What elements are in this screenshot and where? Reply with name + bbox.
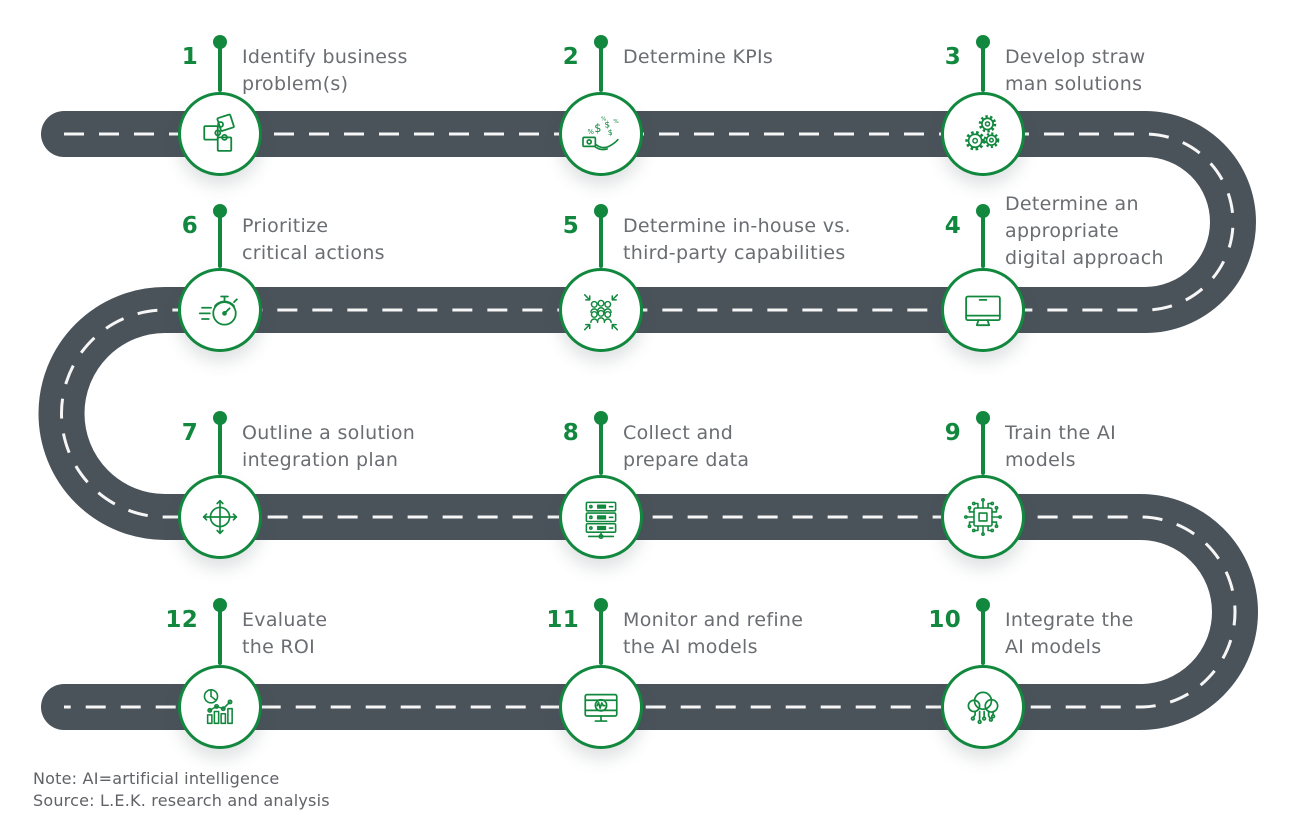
cloud-circuit-icon xyxy=(956,680,1010,734)
step-stem xyxy=(599,42,603,92)
step-icon-bubble xyxy=(178,92,262,176)
step-number: 11 xyxy=(546,607,579,633)
step-stem xyxy=(981,418,985,475)
step-stem xyxy=(981,605,985,665)
step-label-line: Identify business xyxy=(242,46,408,68)
step-number: 9 xyxy=(944,420,961,446)
step-number: 4 xyxy=(944,213,961,239)
step-label: Collect and prepare data xyxy=(623,420,749,474)
step-stem xyxy=(599,418,603,475)
step-label: Determine KPIs xyxy=(623,44,773,71)
step-stem xyxy=(218,605,222,665)
step-icon-bubble xyxy=(941,92,1025,176)
step-number: 12 xyxy=(165,607,198,633)
step-label-line: man solutions xyxy=(1005,73,1143,95)
step-icon-bubble xyxy=(559,475,643,559)
step-number: 2 xyxy=(562,44,579,70)
step-label-line: the ROI xyxy=(242,636,316,658)
step-label-line: Train the AI xyxy=(1005,422,1117,444)
step-label: Monitor and refine the AI models xyxy=(623,607,803,661)
step-label-line: digital approach xyxy=(1005,247,1164,269)
step-number: 3 xyxy=(944,44,961,70)
step-label-line: AI models xyxy=(1005,636,1102,658)
servers-icon xyxy=(574,490,628,544)
step-icon-bubble xyxy=(941,665,1025,749)
money-hand-icon xyxy=(574,107,628,161)
step-number: 10 xyxy=(928,607,961,633)
step-stem xyxy=(218,42,222,92)
step-label-line: Prioritize xyxy=(242,215,329,237)
step-icon-bubble xyxy=(941,475,1025,559)
stopwatch-icon xyxy=(193,283,247,337)
step-label: Train the AI models xyxy=(1005,420,1116,474)
step-icon-bubble xyxy=(559,92,643,176)
chip-icon xyxy=(956,490,1010,544)
monitor-icon xyxy=(956,283,1010,337)
step-label-line: critical actions xyxy=(242,242,385,264)
step-label-line: Develop straw xyxy=(1005,46,1146,68)
source-line: Source: L.E.K. research and analysis xyxy=(33,791,330,810)
step-label-line: Evaluate xyxy=(242,609,328,631)
step-label: Develop straw man solutions xyxy=(1005,44,1146,98)
note-line: Note: AI=artificial intelligence xyxy=(33,769,280,788)
step-stem xyxy=(599,605,603,665)
step-label: Integrate the AI models xyxy=(1005,607,1134,661)
step-icon-bubble xyxy=(178,475,262,559)
step-number: 6 xyxy=(181,213,198,239)
step-stem xyxy=(981,211,985,268)
step-label: Evaluate the ROI xyxy=(242,607,327,661)
step-label-line: Monitor and refine xyxy=(623,609,804,631)
step-label-line: Determine an xyxy=(1005,193,1139,215)
step-label-line: the AI models xyxy=(623,636,758,658)
step-icon-bubble xyxy=(178,665,262,749)
step-label-line: third-party capabilities xyxy=(623,242,846,264)
step-stem xyxy=(218,211,222,268)
step-icon-bubble xyxy=(941,268,1025,352)
step-label-line: Collect and xyxy=(623,422,734,444)
step-label-line: models xyxy=(1005,449,1076,471)
step-label-line: Determine KPIs xyxy=(623,46,774,68)
road-center-line xyxy=(60,132,1237,709)
step-icon-bubble xyxy=(559,268,643,352)
footnotes: Note: AI=artificial intelligence Source:… xyxy=(33,768,330,812)
step-label-line: Integrate the xyxy=(1005,609,1134,631)
puzzle-icon xyxy=(193,107,247,161)
step-label-line: Outline a solution xyxy=(242,422,416,444)
step-label-line: integration plan xyxy=(242,449,399,471)
step-stem xyxy=(981,42,985,92)
step-label-line: problem(s) xyxy=(242,73,349,95)
step-label-line: Determine in-house vs. xyxy=(623,215,851,237)
crosshair-icon xyxy=(193,490,247,544)
step-label-line: prepare data xyxy=(623,449,750,471)
step-label: Determine in-house vs. third-party capabi… xyxy=(623,213,851,267)
step-number: 1 xyxy=(181,44,198,70)
step-number: 5 xyxy=(562,213,579,239)
analytics-icon xyxy=(193,680,247,734)
gears-icon xyxy=(956,107,1010,161)
step-number: 7 xyxy=(181,420,198,446)
step-label: Prioritize critical actions xyxy=(242,213,385,267)
step-label-line: appropriate xyxy=(1005,220,1120,242)
step-stem xyxy=(599,211,603,268)
monitor-wave-icon xyxy=(574,680,628,734)
step-icon-bubble xyxy=(178,268,262,352)
step-icon-bubble xyxy=(559,665,643,749)
step-label: Identify business problem(s) xyxy=(242,44,408,98)
team-icon xyxy=(574,283,628,337)
step-label: Determine an appropriate digital approach xyxy=(1005,191,1164,272)
step-number: 8 xyxy=(562,420,579,446)
step-label: Outline a solution integration plan xyxy=(242,420,415,474)
step-stem xyxy=(218,418,222,475)
